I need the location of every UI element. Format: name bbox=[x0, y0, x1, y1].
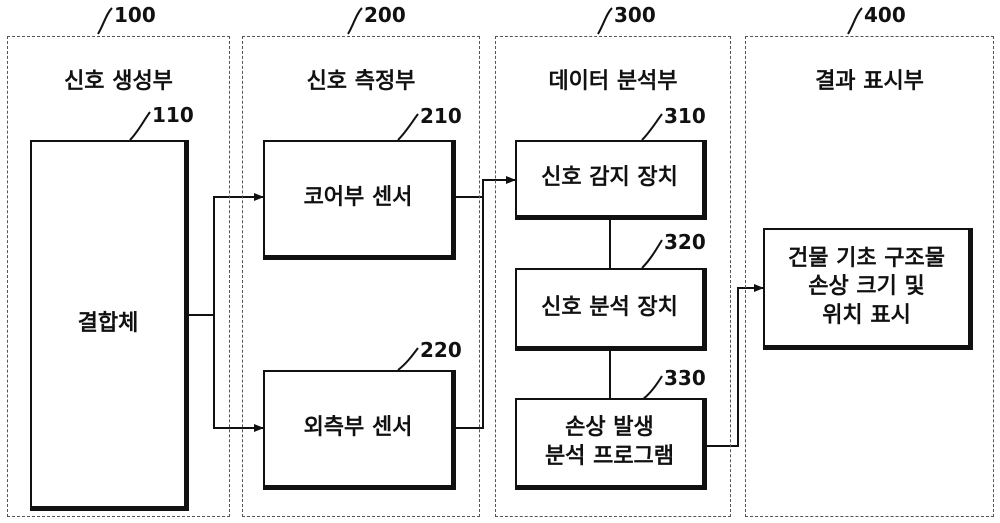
block-ref-320: 320 bbox=[664, 230, 706, 254]
block-core-sensor: 코어부 센서 bbox=[263, 140, 456, 260]
block-signal-detection-device: 신호 감지 장치 bbox=[515, 140, 707, 220]
leader-200 bbox=[348, 8, 362, 34]
block-coupling-body: 결합체 bbox=[30, 140, 189, 511]
block-signal-analysis-device-label: 신호 분석 장치 bbox=[541, 294, 678, 323]
block-signal-detection-device-label: 신호 감지 장치 bbox=[541, 164, 678, 193]
group-ref-300: 300 bbox=[614, 3, 656, 27]
leader-300 bbox=[598, 8, 612, 34]
block-signal-analysis-device: 신호 분석 장치 bbox=[515, 268, 707, 351]
block-outer-sensor-label: 외측부 센서 bbox=[304, 414, 413, 443]
block-outer-sensor: 외측부 센서 bbox=[263, 370, 456, 490]
block-core-sensor-label: 코어부 센서 bbox=[304, 184, 413, 213]
group-title-data-analysis: 데이터 분석부 bbox=[495, 63, 731, 95]
block-ref-330: 330 bbox=[664, 366, 706, 390]
block-ref-310: 310 bbox=[664, 104, 706, 128]
block-ref-220: 220 bbox=[420, 338, 462, 362]
leader-400 bbox=[848, 8, 862, 34]
group-ref-400: 400 bbox=[864, 3, 906, 27]
group-title-result-display: 결과 표시부 bbox=[745, 63, 994, 95]
block-damage-display: 건물 기초 구조물 손상 크기 및 위치 표시 bbox=[763, 228, 973, 350]
block-damage-analysis-program: 손상 발생 분석 프로그램 bbox=[515, 398, 707, 490]
block-damage-display-label: 건물 기초 구조물 손상 크기 및 위치 표시 bbox=[788, 245, 945, 331]
group-ref-200: 200 bbox=[364, 3, 406, 27]
block-ref-110: 110 bbox=[152, 103, 194, 127]
block-coupling-body-label: 결합체 bbox=[78, 310, 139, 339]
block-damage-analysis-program-label: 손상 발생 분석 프로그램 bbox=[545, 414, 674, 471]
group-title-signal-generation: 신호 생성부 bbox=[7, 63, 230, 95]
group-title-signal-measurement: 신호 측정부 bbox=[242, 63, 480, 95]
group-ref-100: 100 bbox=[114, 3, 156, 27]
block-ref-210: 210 bbox=[420, 104, 462, 128]
leader-100 bbox=[98, 8, 112, 34]
